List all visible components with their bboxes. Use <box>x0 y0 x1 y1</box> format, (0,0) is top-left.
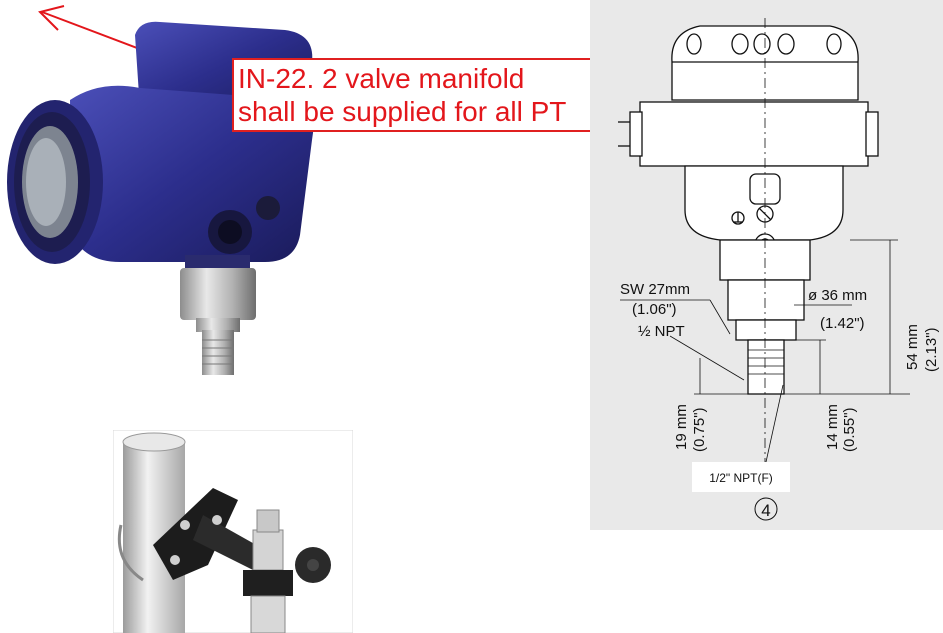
label-dia: ø 36 mm <box>808 287 867 304</box>
dimension-drawing: SW 27mm (1.06") ½ NPT ø 36 mm (1.42") 54… <box>618 18 940 521</box>
callout-line-1: IN-22. 2 valve manifold <box>238 63 525 94</box>
label-sw: SW 27mm <box>620 281 690 298</box>
label-sw-in: (1.06") <box>632 301 677 318</box>
label-54mm-in: (2.13") <box>923 327 940 372</box>
label-14mm: 14 mm <box>824 404 841 450</box>
callout-line-2: shall be supplied for all PT <box>238 96 567 127</box>
label-19mm-in: (0.75") <box>691 407 708 452</box>
label-54mm: 54 mm <box>904 324 921 370</box>
mounting-bracket-image <box>113 430 353 633</box>
dimension-drawing-panel: SW 27mm (1.06") ½ NPT ø 36 mm (1.42") 54… <box>590 0 943 530</box>
callout-box: IN-22. 2 valve manifold shall be supplie… <box>232 58 638 132</box>
label-npt-f: 1/2" NPT(F) <box>709 471 773 485</box>
label-14mm-in: (0.55") <box>841 407 858 452</box>
label-dia-in: (1.42") <box>820 315 865 332</box>
label-npt-half: ½ NPT <box>638 323 685 340</box>
figure-number: 4 <box>761 501 770 520</box>
label-19mm: 19 mm <box>673 404 690 450</box>
